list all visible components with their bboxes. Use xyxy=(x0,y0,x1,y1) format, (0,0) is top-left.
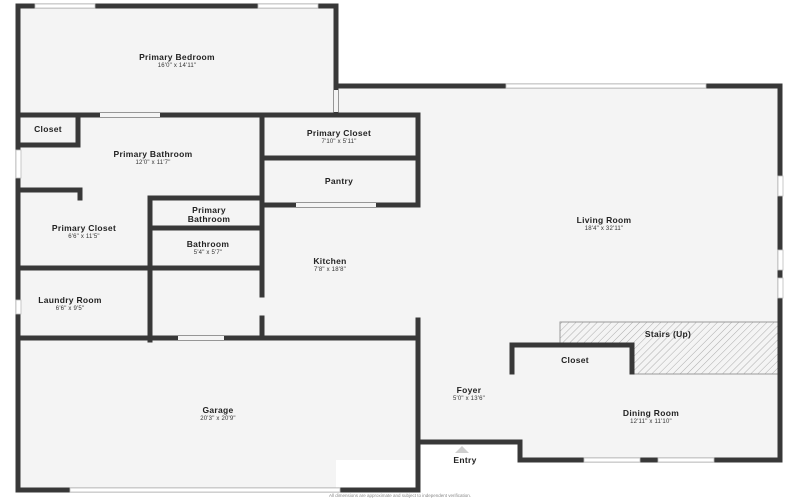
primary-closet-top-name: Primary Closet xyxy=(307,128,371,138)
primary-bedroom-dims: 16'0" x 14'11" xyxy=(158,63,197,69)
primary-bathroom-small-name-1: Primary xyxy=(192,205,226,215)
primary-bathroom-dims: 12'0" x 11'7" xyxy=(135,160,170,166)
primary-closet-left-dims: 6'6" x 11'5" xyxy=(68,234,100,240)
primary-bathroom-name: Primary Bathroom xyxy=(114,149,193,159)
kitchen-name: Kitchen xyxy=(313,256,346,266)
stairs-name: Stairs (Up) xyxy=(645,329,691,339)
footnote: All dimensions are approximate and subje… xyxy=(329,493,471,498)
floor-areas xyxy=(18,6,780,490)
garage-dims: 20'3" x 20'9" xyxy=(200,416,236,422)
closet-mid-name: Closet xyxy=(561,355,589,365)
pantry-name: Pantry xyxy=(325,176,353,186)
garage-name: Garage xyxy=(202,405,233,415)
bathroom-dims: 5'4" x 5'7" xyxy=(194,250,222,256)
foyer-name: Foyer xyxy=(457,385,482,395)
dining-room-name: Dining Room xyxy=(623,408,679,418)
living-room-name: Living Room xyxy=(577,215,632,225)
laundry-room-dims: 6'6" x 9'5" xyxy=(56,306,84,312)
room-labels: Primary Bedroom 16'0" x 14'11" Closet Pr… xyxy=(34,52,691,425)
primary-closet-top-dims: 7'10" x 5'11" xyxy=(321,139,356,145)
bathroom-name: Bathroom xyxy=(187,239,230,249)
foyer-dims: 5'0" x 13'6" xyxy=(453,396,485,402)
dining-room-dims: 12'11" x 11'10" xyxy=(630,419,672,425)
primary-bathroom-small-name-2: Bathroom xyxy=(188,214,231,224)
laundry-room-name: Laundry Room xyxy=(38,295,102,305)
windows xyxy=(15,3,784,493)
kitchen-dims: 7'8" x 18'8" xyxy=(314,267,346,273)
entry-marker: Entry xyxy=(453,446,476,465)
primary-bedroom-name: Primary Bedroom xyxy=(139,52,215,62)
living-room-dims: 18'4" x 32'11" xyxy=(585,226,624,232)
entry-arrow-icon xyxy=(455,446,469,453)
closet-top-name: Closet xyxy=(34,124,62,134)
entry-label: Entry xyxy=(453,455,476,465)
primary-closet-left-name: Primary Closet xyxy=(52,223,116,233)
